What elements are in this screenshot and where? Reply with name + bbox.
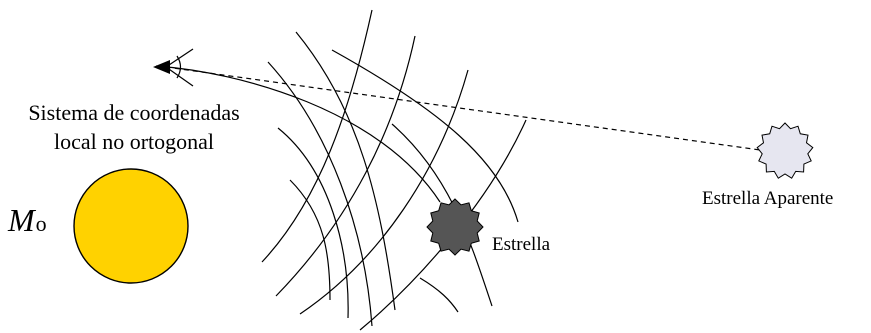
sun-mass — [74, 169, 188, 283]
grid-line — [278, 128, 348, 318]
star-apparent — [757, 123, 813, 178]
grid-line — [268, 62, 372, 326]
coordinate-grid — [262, 10, 526, 330]
coordinate-system-label-line1: Sistema de coordenadas — [0, 98, 268, 127]
mass-subscript: o — [36, 211, 47, 236]
grid-line — [276, 36, 415, 296]
grid-line — [332, 50, 518, 222]
star-label: Estrella — [492, 234, 550, 256]
apparent-star-label: Estrella Aparente — [702, 188, 833, 210]
coordinate-system-label-line2: local no ortogonal — [0, 127, 268, 156]
grid-line — [420, 278, 458, 312]
coordinate-system-label: Sistema de coordenadas local no ortogona… — [0, 98, 268, 156]
mass-symbol: M — [8, 202, 35, 238]
mass-label: Mo — [8, 202, 47, 239]
